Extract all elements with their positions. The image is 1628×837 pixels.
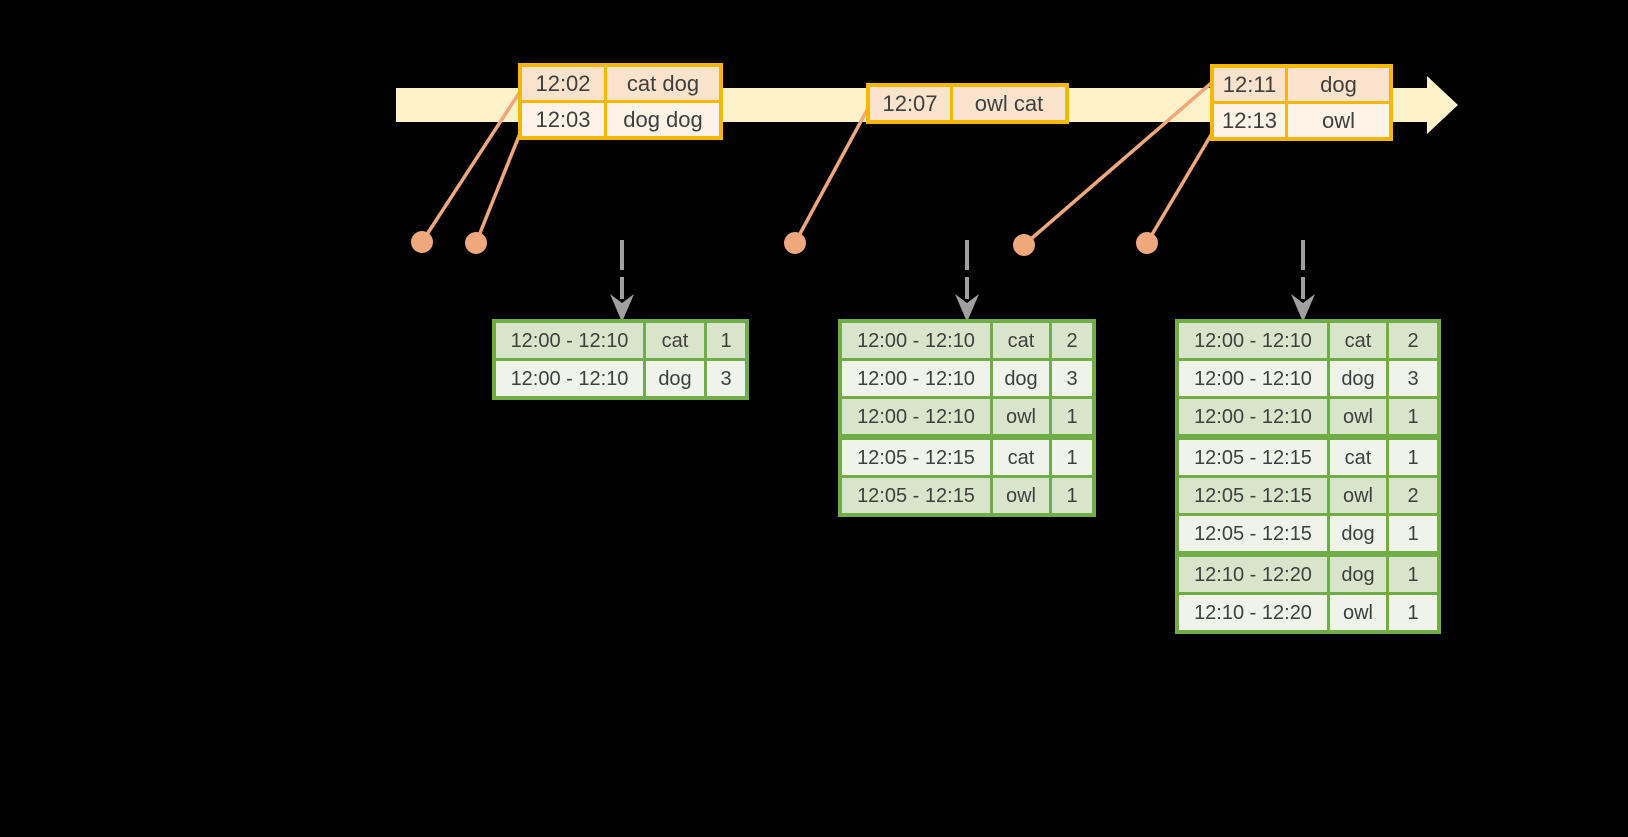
event-dot xyxy=(411,231,433,253)
event-row: 12:13 owl xyxy=(1214,104,1389,137)
result-row: 12:05 - 12:15 owl 2 xyxy=(1179,478,1437,513)
event-words-cell: owl xyxy=(1288,104,1389,137)
word-cell: owl xyxy=(1330,595,1386,630)
trigger-arrowhead-icon xyxy=(955,294,979,322)
word-cell: cat xyxy=(646,323,704,358)
result-row: 12:00 - 12:10 dog 3 xyxy=(1179,361,1437,396)
event-row: 12:03 dog dog xyxy=(522,103,719,136)
result-row: 12:00 - 12:10 cat 2 xyxy=(842,323,1092,358)
window-cell: 12:00 - 12:10 xyxy=(496,323,643,358)
event-words-cell: dog dog xyxy=(607,103,719,136)
count-cell: 1 xyxy=(1052,440,1092,475)
event-table-2: 12:07 owl cat xyxy=(866,83,1069,124)
word-cell: cat xyxy=(993,323,1049,358)
word-cell: cat xyxy=(993,440,1049,475)
count-cell: 1 xyxy=(1389,595,1437,630)
window-cell: 12:10 - 12:20 xyxy=(1179,595,1327,630)
window-cell: 12:05 - 12:15 xyxy=(842,478,990,513)
count-cell: 1 xyxy=(1389,440,1437,475)
word-cell: owl xyxy=(1330,478,1386,513)
count-cell: 1 xyxy=(1052,399,1092,434)
word-cell: dog xyxy=(1330,516,1386,551)
word-cell: dog xyxy=(646,361,704,396)
word-cell: owl xyxy=(1330,399,1386,434)
result-row: 12:05 - 12:15 cat 1 xyxy=(1179,440,1437,475)
connector-line xyxy=(420,86,525,243)
result-table-1: 12:00 - 12:10 cat 1 12:00 - 12:10 dog 3 xyxy=(492,319,749,400)
count-cell: 3 xyxy=(707,361,745,396)
result-row: 12:00 - 12:10 cat 2 xyxy=(1179,323,1437,358)
event-time-cell: 12:02 xyxy=(522,67,604,100)
count-cell: 2 xyxy=(1389,323,1437,358)
window-cell: 12:05 - 12:15 xyxy=(1179,516,1327,551)
event-words-cell: owl cat xyxy=(953,87,1065,120)
window-cell: 12:00 - 12:10 xyxy=(842,399,990,434)
connector-line xyxy=(1145,124,1219,244)
word-cell: cat xyxy=(1330,440,1386,475)
event-time-cell: 12:13 xyxy=(1214,104,1285,137)
result-row: 12:00 - 12:10 dog 3 xyxy=(496,361,745,396)
connector-line xyxy=(1022,77,1218,247)
event-table-3: 12:11 dog 12:13 owl xyxy=(1210,64,1393,141)
event-table-1: 12:02 cat dog 12:03 dog dog xyxy=(518,63,723,140)
count-cell: 1 xyxy=(707,323,745,358)
window-cell: 12:05 - 12:15 xyxy=(842,440,990,475)
window-cell: 12:00 - 12:10 xyxy=(1179,323,1327,358)
window-cell: 12:00 - 12:10 xyxy=(842,361,990,396)
count-cell: 3 xyxy=(1052,361,1092,396)
word-cell: owl xyxy=(993,399,1049,434)
result-row: 12:00 - 12:10 owl 1 xyxy=(842,399,1092,434)
connector-line xyxy=(474,120,527,244)
word-cell: dog xyxy=(1330,557,1386,592)
connector-line xyxy=(793,100,874,244)
count-cell: 1 xyxy=(1389,399,1437,434)
window-cell: 12:00 - 12:10 xyxy=(1179,399,1327,434)
trigger-arrowhead-icon xyxy=(1291,294,1315,322)
window-cell: 12:00 - 12:10 xyxy=(1179,361,1327,396)
event-dot xyxy=(1013,234,1035,256)
result-table-3: 12:00 - 12:10 cat 2 12:00 - 12:10 dog 3 … xyxy=(1175,319,1441,634)
result-row: 12:05 - 12:15 owl 1 xyxy=(842,478,1092,513)
event-dot xyxy=(465,232,487,254)
result-row: 12:05 - 12:15 cat 1 xyxy=(842,440,1092,475)
event-row: 12:02 cat dog xyxy=(522,67,719,100)
event-dot xyxy=(1136,232,1158,254)
event-time-cell: 12:03 xyxy=(522,103,604,136)
result-row: 12:00 - 12:10 cat 1 xyxy=(496,323,745,358)
event-row: 12:11 dog xyxy=(1214,68,1389,101)
window-cell: 12:10 - 12:20 xyxy=(1179,557,1327,592)
window-cell: 12:05 - 12:15 xyxy=(1179,478,1327,513)
event-dot xyxy=(784,232,806,254)
count-cell: 1 xyxy=(1389,557,1437,592)
window-cell: 12:00 - 12:10 xyxy=(842,323,990,358)
window-cell: 12:00 - 12:10 xyxy=(496,361,643,396)
result-row: 12:10 - 12:20 owl 1 xyxy=(1179,595,1437,630)
result-table-2: 12:00 - 12:10 cat 2 12:00 - 12:10 dog 3 … xyxy=(838,319,1096,517)
word-cell: cat xyxy=(1330,323,1386,358)
event-words-cell: cat dog xyxy=(607,67,719,100)
word-cell: dog xyxy=(993,361,1049,396)
event-row: 12:07 owl cat xyxy=(870,87,1065,120)
trigger-arrowhead-icon xyxy=(610,294,634,322)
result-row: 12:00 - 12:10 dog 3 xyxy=(842,361,1092,396)
event-time-cell: 12:11 xyxy=(1214,68,1285,101)
window-cell: 12:05 - 12:15 xyxy=(1179,440,1327,475)
count-cell: 3 xyxy=(1389,361,1437,396)
count-cell: 2 xyxy=(1052,323,1092,358)
word-cell: dog xyxy=(1330,361,1386,396)
result-row: 12:00 - 12:10 owl 1 xyxy=(1179,399,1437,434)
result-row: 12:10 - 12:20 dog 1 xyxy=(1179,557,1437,592)
count-cell: 2 xyxy=(1389,478,1437,513)
count-cell: 1 xyxy=(1389,516,1437,551)
event-words-cell: dog xyxy=(1288,68,1389,101)
event-time-cell: 12:07 xyxy=(870,87,950,120)
count-cell: 1 xyxy=(1052,478,1092,513)
result-row: 12:05 - 12:15 dog 1 xyxy=(1179,516,1437,551)
word-cell: owl xyxy=(993,478,1049,513)
